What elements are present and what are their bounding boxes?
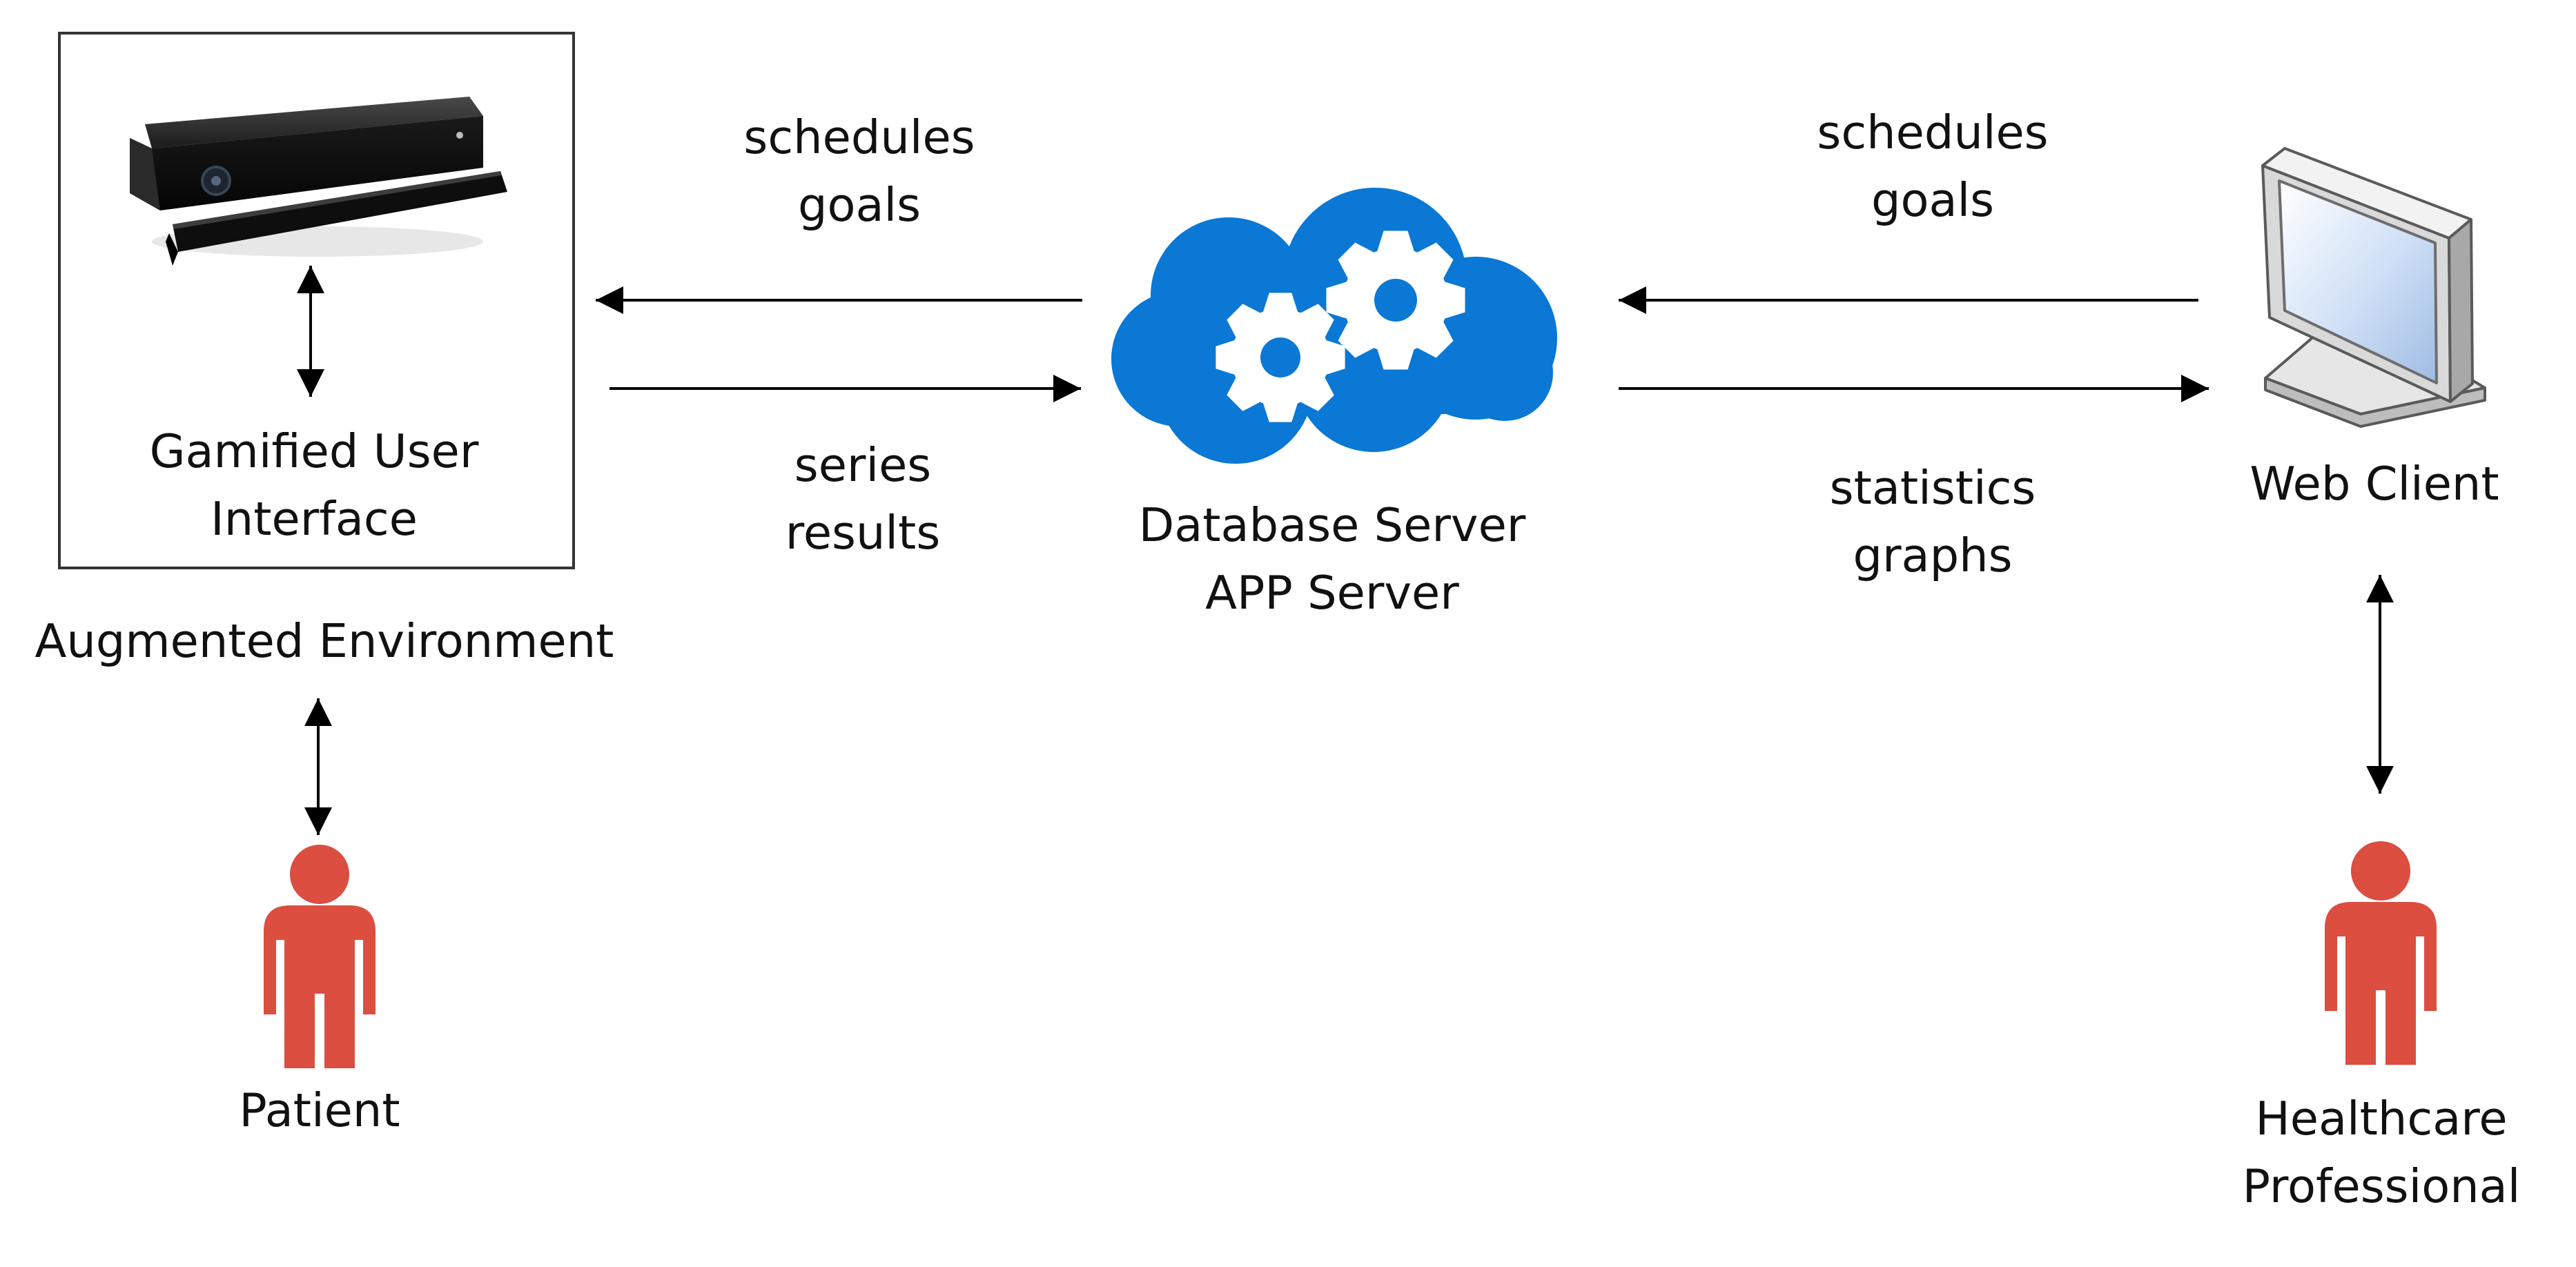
gear-icon [1216, 293, 1345, 422]
left-bottom-flow-label: series results [785, 438, 941, 560]
patient-icon [264, 845, 375, 1068]
gamified-ui-label: Gamified User Interface [149, 424, 479, 546]
professional-icon [2325, 841, 2437, 1065]
kinect-sensor-icon [130, 97, 507, 266]
patient-label: Patient [239, 1083, 400, 1137]
professional-label: Healthcare Professional [2242, 1092, 2521, 1213]
monitor-icon [2261, 147, 2486, 428]
left-top-flow-label: schedules goals [743, 110, 975, 232]
server-label: Database Server APP Server [1138, 498, 1526, 620]
web-client-label: Web Client [2250, 457, 2499, 511]
augmented-environment-label: Augmented Environment [35, 614, 614, 668]
gear-icon [1326, 230, 1465, 370]
cloud-server-icon [1111, 188, 1557, 464]
right-top-flow-label: schedules goals [1817, 106, 2049, 227]
right-bottom-flow-label: statistics graphs [1829, 461, 2036, 582]
